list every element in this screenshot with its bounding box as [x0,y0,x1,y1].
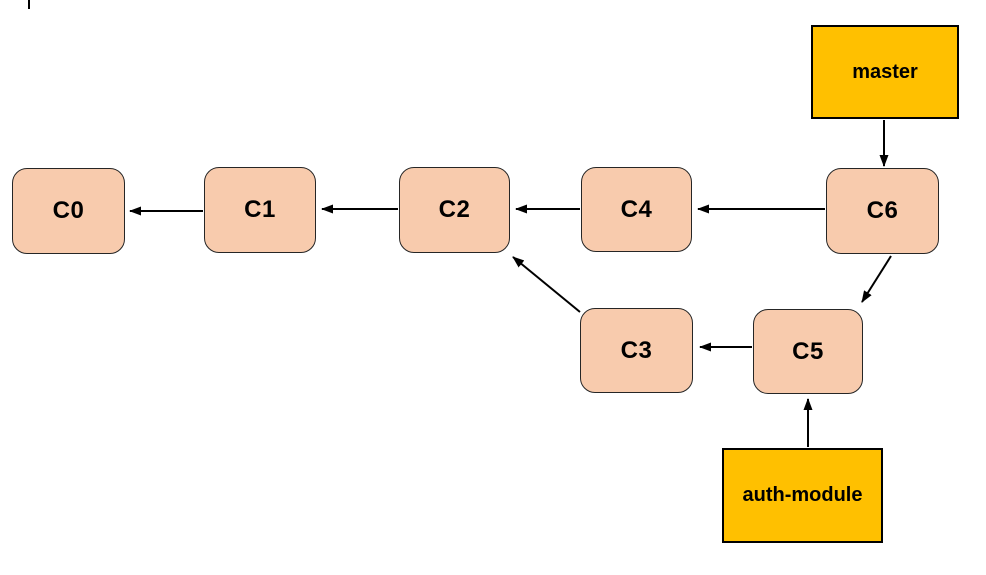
branch-label-auth-module: auth-module [742,484,863,506]
commit-label-c2: C2 [438,196,471,223]
commit-label-c4: C4 [620,195,653,223]
commit-label-c5: C5 [792,337,824,365]
commit-node-c0: C0 [12,168,125,254]
edge-c6-to-c5-arrow [861,255,892,303]
commit-node-c5: C5 [753,309,863,394]
commit-label-c1: C1 [244,196,276,223]
commit-node-c4: C4 [581,167,692,252]
commit-node-c6: C6 [826,168,939,254]
edge-c3-to-c2-arrow [512,256,581,313]
branch-pointer-auth-module: auth-module [722,448,883,543]
commit-node-c3: C3 [580,308,693,393]
branch-label-master: master [852,60,918,83]
text-cursor-artifact [28,0,30,9]
commit-node-c2: C2 [399,167,510,253]
branch-pointer-master: master [811,25,959,119]
commit-label-c3: C3 [620,336,653,364]
commit-node-c1: C1 [204,167,316,253]
commit-label-c6: C6 [866,197,899,224]
commit-label-c0: C0 [52,197,85,224]
